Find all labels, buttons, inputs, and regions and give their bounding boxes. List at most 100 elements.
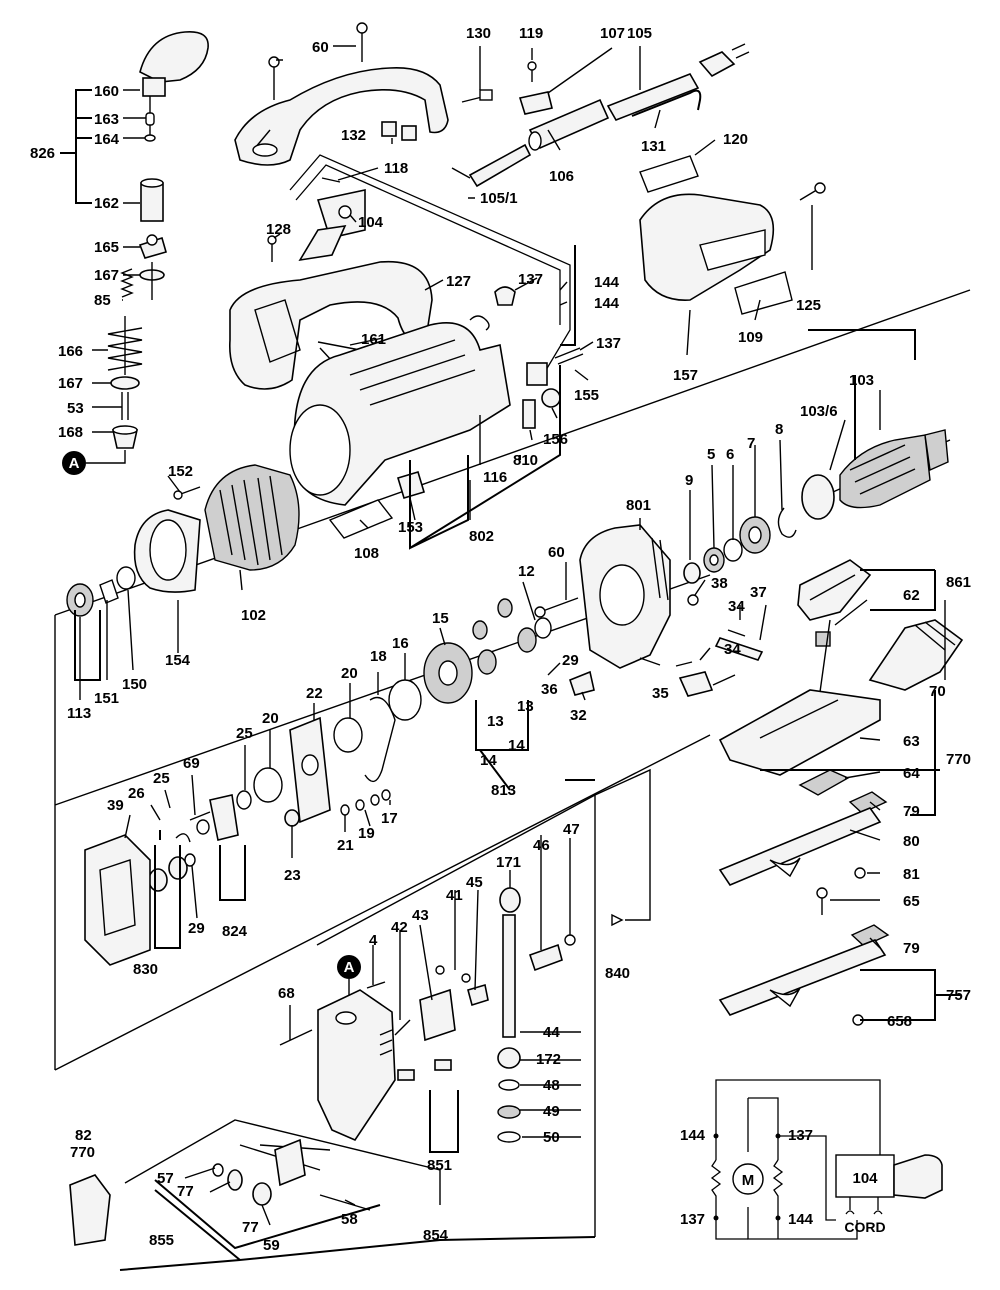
gear-15 bbox=[423, 642, 473, 704]
callout-154: 154 bbox=[165, 652, 191, 669]
callout-70: 70 bbox=[929, 683, 946, 700]
callout-810: 810 bbox=[513, 452, 538, 469]
brush-spring-137 bbox=[469, 315, 490, 331]
ring-164 bbox=[144, 134, 156, 142]
callout-131: 131 bbox=[641, 138, 666, 155]
guide-46 bbox=[528, 943, 563, 972]
handle-top bbox=[234, 67, 449, 166]
callout-13-b: 13 bbox=[517, 698, 534, 715]
switch-label: 104 bbox=[852, 1170, 878, 1187]
callout-851: 851 bbox=[427, 1157, 452, 1174]
spring-85 bbox=[120, 268, 134, 298]
callout-130: 130 bbox=[466, 25, 491, 42]
callout-12: 12 bbox=[518, 563, 535, 580]
screw-60-left bbox=[268, 56, 280, 100]
washer-167-lower bbox=[110, 376, 140, 390]
washer-12 bbox=[534, 617, 552, 639]
clip-45 bbox=[467, 983, 489, 1007]
callout-26: 26 bbox=[128, 785, 145, 802]
washer-167-upper bbox=[139, 262, 165, 300]
crank-824 bbox=[209, 794, 239, 841]
callout-770-b: 770 bbox=[70, 1144, 95, 1161]
callout-47: 47 bbox=[563, 821, 580, 838]
callout-801: 801 bbox=[626, 497, 651, 514]
callout-37: 37 bbox=[750, 584, 767, 601]
callout-77-a: 77 bbox=[177, 1183, 194, 1200]
clamp-107 bbox=[518, 91, 553, 115]
spring-166 bbox=[107, 316, 143, 375]
bushing-168 bbox=[112, 425, 138, 449]
wiring-schematic: M 104 CORD 144 137 137 144 bbox=[680, 1079, 943, 1240]
ring-38 bbox=[687, 594, 699, 606]
callout-171: 171 bbox=[496, 854, 521, 871]
callout-34-b: 34 bbox=[724, 641, 741, 658]
callout-6: 6 bbox=[726, 446, 734, 463]
armature-103 bbox=[801, 429, 951, 520]
callout-79-a: 79 bbox=[903, 803, 920, 820]
cam-165 bbox=[138, 234, 167, 259]
callout-128: 128 bbox=[266, 221, 291, 238]
wire-label-144-bottom: 144 bbox=[788, 1211, 814, 1228]
wire-105-1 bbox=[451, 143, 532, 188]
link-18 bbox=[364, 696, 396, 783]
brush-holder-810 bbox=[522, 399, 536, 429]
callout-38: 38 bbox=[711, 575, 728, 592]
chip-guard-70 bbox=[868, 619, 964, 691]
callout-64: 64 bbox=[903, 765, 920, 782]
callout-137-a: 137 bbox=[518, 271, 543, 288]
gear-housing-body bbox=[317, 989, 396, 1142]
callout-802: 802 bbox=[469, 528, 494, 545]
callout-44: 44 bbox=[543, 1024, 560, 1041]
ring-150 bbox=[116, 566, 136, 590]
brush-cap-156 bbox=[541, 388, 561, 408]
leader-lines bbox=[79, 45, 946, 1226]
callout-63: 63 bbox=[903, 733, 920, 750]
callout-20-a: 20 bbox=[341, 665, 358, 682]
callout-152: 152 bbox=[168, 463, 193, 480]
callout-43: 43 bbox=[412, 907, 429, 924]
screw-69 bbox=[189, 811, 211, 821]
callout-29-a: 29 bbox=[562, 652, 579, 669]
callout-104: 104 bbox=[358, 214, 384, 231]
callout-25-b: 25 bbox=[153, 770, 170, 787]
part-36 bbox=[639, 657, 661, 666]
callout-80: 80 bbox=[903, 833, 920, 850]
callout-42: 42 bbox=[391, 919, 408, 936]
callout-855: 855 bbox=[149, 1232, 174, 1249]
callout-106: 106 bbox=[549, 168, 574, 185]
callout-770-a: 770 bbox=[946, 751, 971, 768]
callout-132: 132 bbox=[341, 127, 366, 144]
label-108 bbox=[328, 499, 394, 539]
bracket-826 bbox=[60, 89, 92, 204]
brush-holder-132 bbox=[381, 121, 417, 141]
callout-658: 658 bbox=[887, 1013, 912, 1030]
callout-156: 156 bbox=[543, 431, 568, 448]
needle-bearing-13-right bbox=[517, 627, 537, 653]
callout-29-b: 29 bbox=[188, 920, 205, 937]
callout-20-b: 20 bbox=[262, 710, 279, 727]
callout-166: 166 bbox=[58, 343, 83, 360]
marker-a-top: A bbox=[62, 450, 126, 475]
callout-826: 826 bbox=[30, 145, 55, 162]
callout-9: 9 bbox=[685, 472, 693, 489]
callout-15: 15 bbox=[432, 610, 449, 627]
pin-163 bbox=[145, 112, 155, 126]
cord-sleeve-106 bbox=[528, 98, 610, 151]
callout-151: 151 bbox=[94, 690, 119, 707]
screw-130 bbox=[461, 89, 493, 103]
gasket-39 bbox=[84, 834, 151, 966]
callout-109: 109 bbox=[738, 329, 763, 346]
screw-119 bbox=[527, 61, 537, 82]
ring-20-lower bbox=[253, 767, 283, 803]
screw-47 bbox=[564, 934, 576, 946]
screws-41 bbox=[435, 965, 471, 983]
label-109 bbox=[734, 271, 793, 315]
callout-105-1: 105/1 bbox=[480, 190, 518, 207]
sole-plate-757 bbox=[718, 939, 887, 1016]
callout-14-b: 14 bbox=[508, 737, 525, 754]
clip-79-upper bbox=[848, 791, 888, 814]
callout-7: 7 bbox=[747, 435, 755, 452]
callout-118: 118 bbox=[384, 160, 408, 177]
wire-label-137-top: 137 bbox=[788, 1127, 813, 1144]
